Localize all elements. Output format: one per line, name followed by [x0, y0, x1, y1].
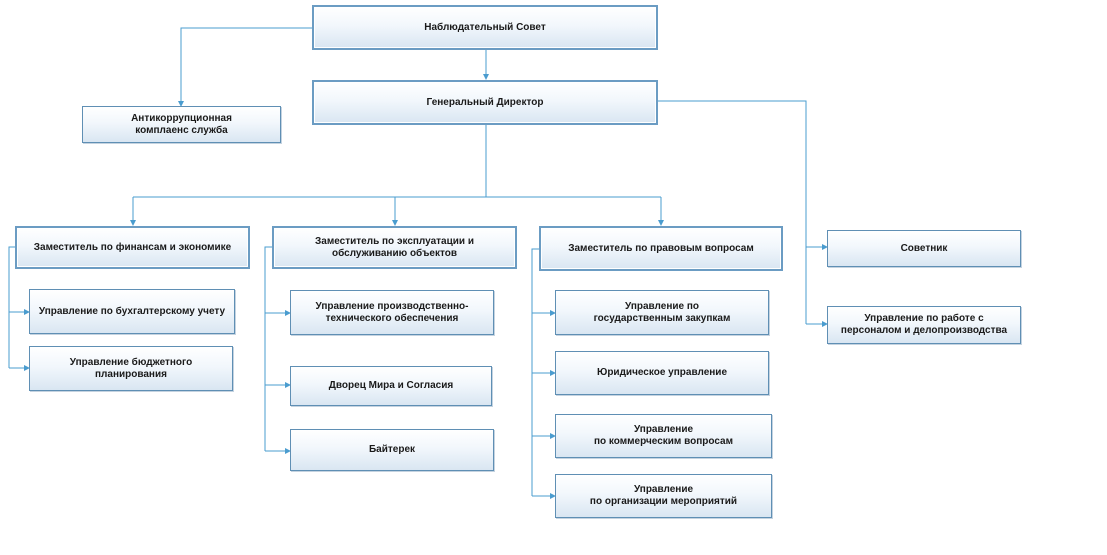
node-supervisory-board: Наблюдательный Совет — [312, 5, 658, 50]
node-deputy-finance: Заместитель по финансам и экономике — [15, 226, 250, 269]
node-production-tech: Управление производственно- технического… — [290, 290, 494, 335]
node-budget-planning: Управление бюджетного планирования — [29, 346, 233, 391]
connector-legal-spine — [531, 248, 540, 496]
node-palace-peace: Дворец Мира и Согласия — [290, 366, 492, 406]
node-accounting: Управление по бухгалтерскому учету — [29, 289, 235, 334]
connector-board-anticorruption — [178, 27, 314, 107]
connector-gd-right — [657, 100, 807, 324]
node-deputy-operations: Заместитель по эксплуатации и обслуживан… — [272, 226, 517, 269]
node-events: Управление по организации мероприятий — [555, 474, 772, 518]
node-anticorruption: Антикоррупционная комплаенс служба — [82, 106, 281, 143]
connector-finance-spine — [8, 246, 17, 368]
node-deputy-legal: Заместитель по правовым вопросам — [539, 226, 783, 271]
connector-operations-spine — [264, 246, 273, 451]
node-procurement: Управление по государственным закупкам — [555, 290, 769, 335]
node-baiterek: Байтерек — [290, 429, 494, 471]
node-general-director: Генеральный Директор — [312, 80, 658, 125]
node-legal-dept: Юридическое управление — [555, 351, 769, 395]
node-commercial: Управление по коммерческим вопросам — [555, 414, 772, 458]
node-advisor: Советник — [827, 230, 1021, 267]
node-hr-dept: Управление по работе с персоналом и дело… — [827, 306, 1021, 344]
